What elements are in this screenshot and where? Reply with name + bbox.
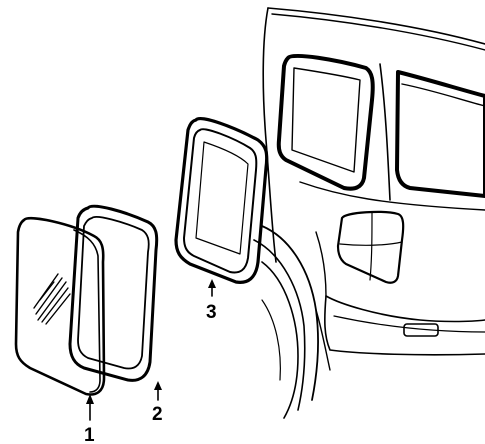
callout-1: 1: [84, 394, 95, 444]
callout-label-1: 1: [84, 425, 95, 444]
callout-2: 2: [152, 381, 163, 425]
callout-3: 3: [206, 279, 217, 323]
arrow-up-icon: [208, 279, 216, 288]
quarter-window-opening: [276, 53, 375, 191]
part-3-weatherstrip: [174, 117, 269, 284]
callout-label-2: 2: [152, 404, 163, 425]
callout-label-3: 3: [206, 302, 217, 323]
part-2-weatherstrip: [68, 204, 159, 382]
bumper-reflector: [403, 323, 439, 337]
rear-tire: [261, 261, 299, 419]
vehicle-rear: [253, 7, 485, 419]
tail-lamp: [336, 210, 405, 284]
part-1-quarter-glass: [14, 216, 106, 396]
arrow-up-icon: [86, 394, 94, 404]
arrow-up-icon: [154, 381, 162, 390]
glass-reflection: [33, 273, 71, 325]
rear-bumper: [325, 295, 485, 323]
rear-window: [395, 70, 485, 198]
